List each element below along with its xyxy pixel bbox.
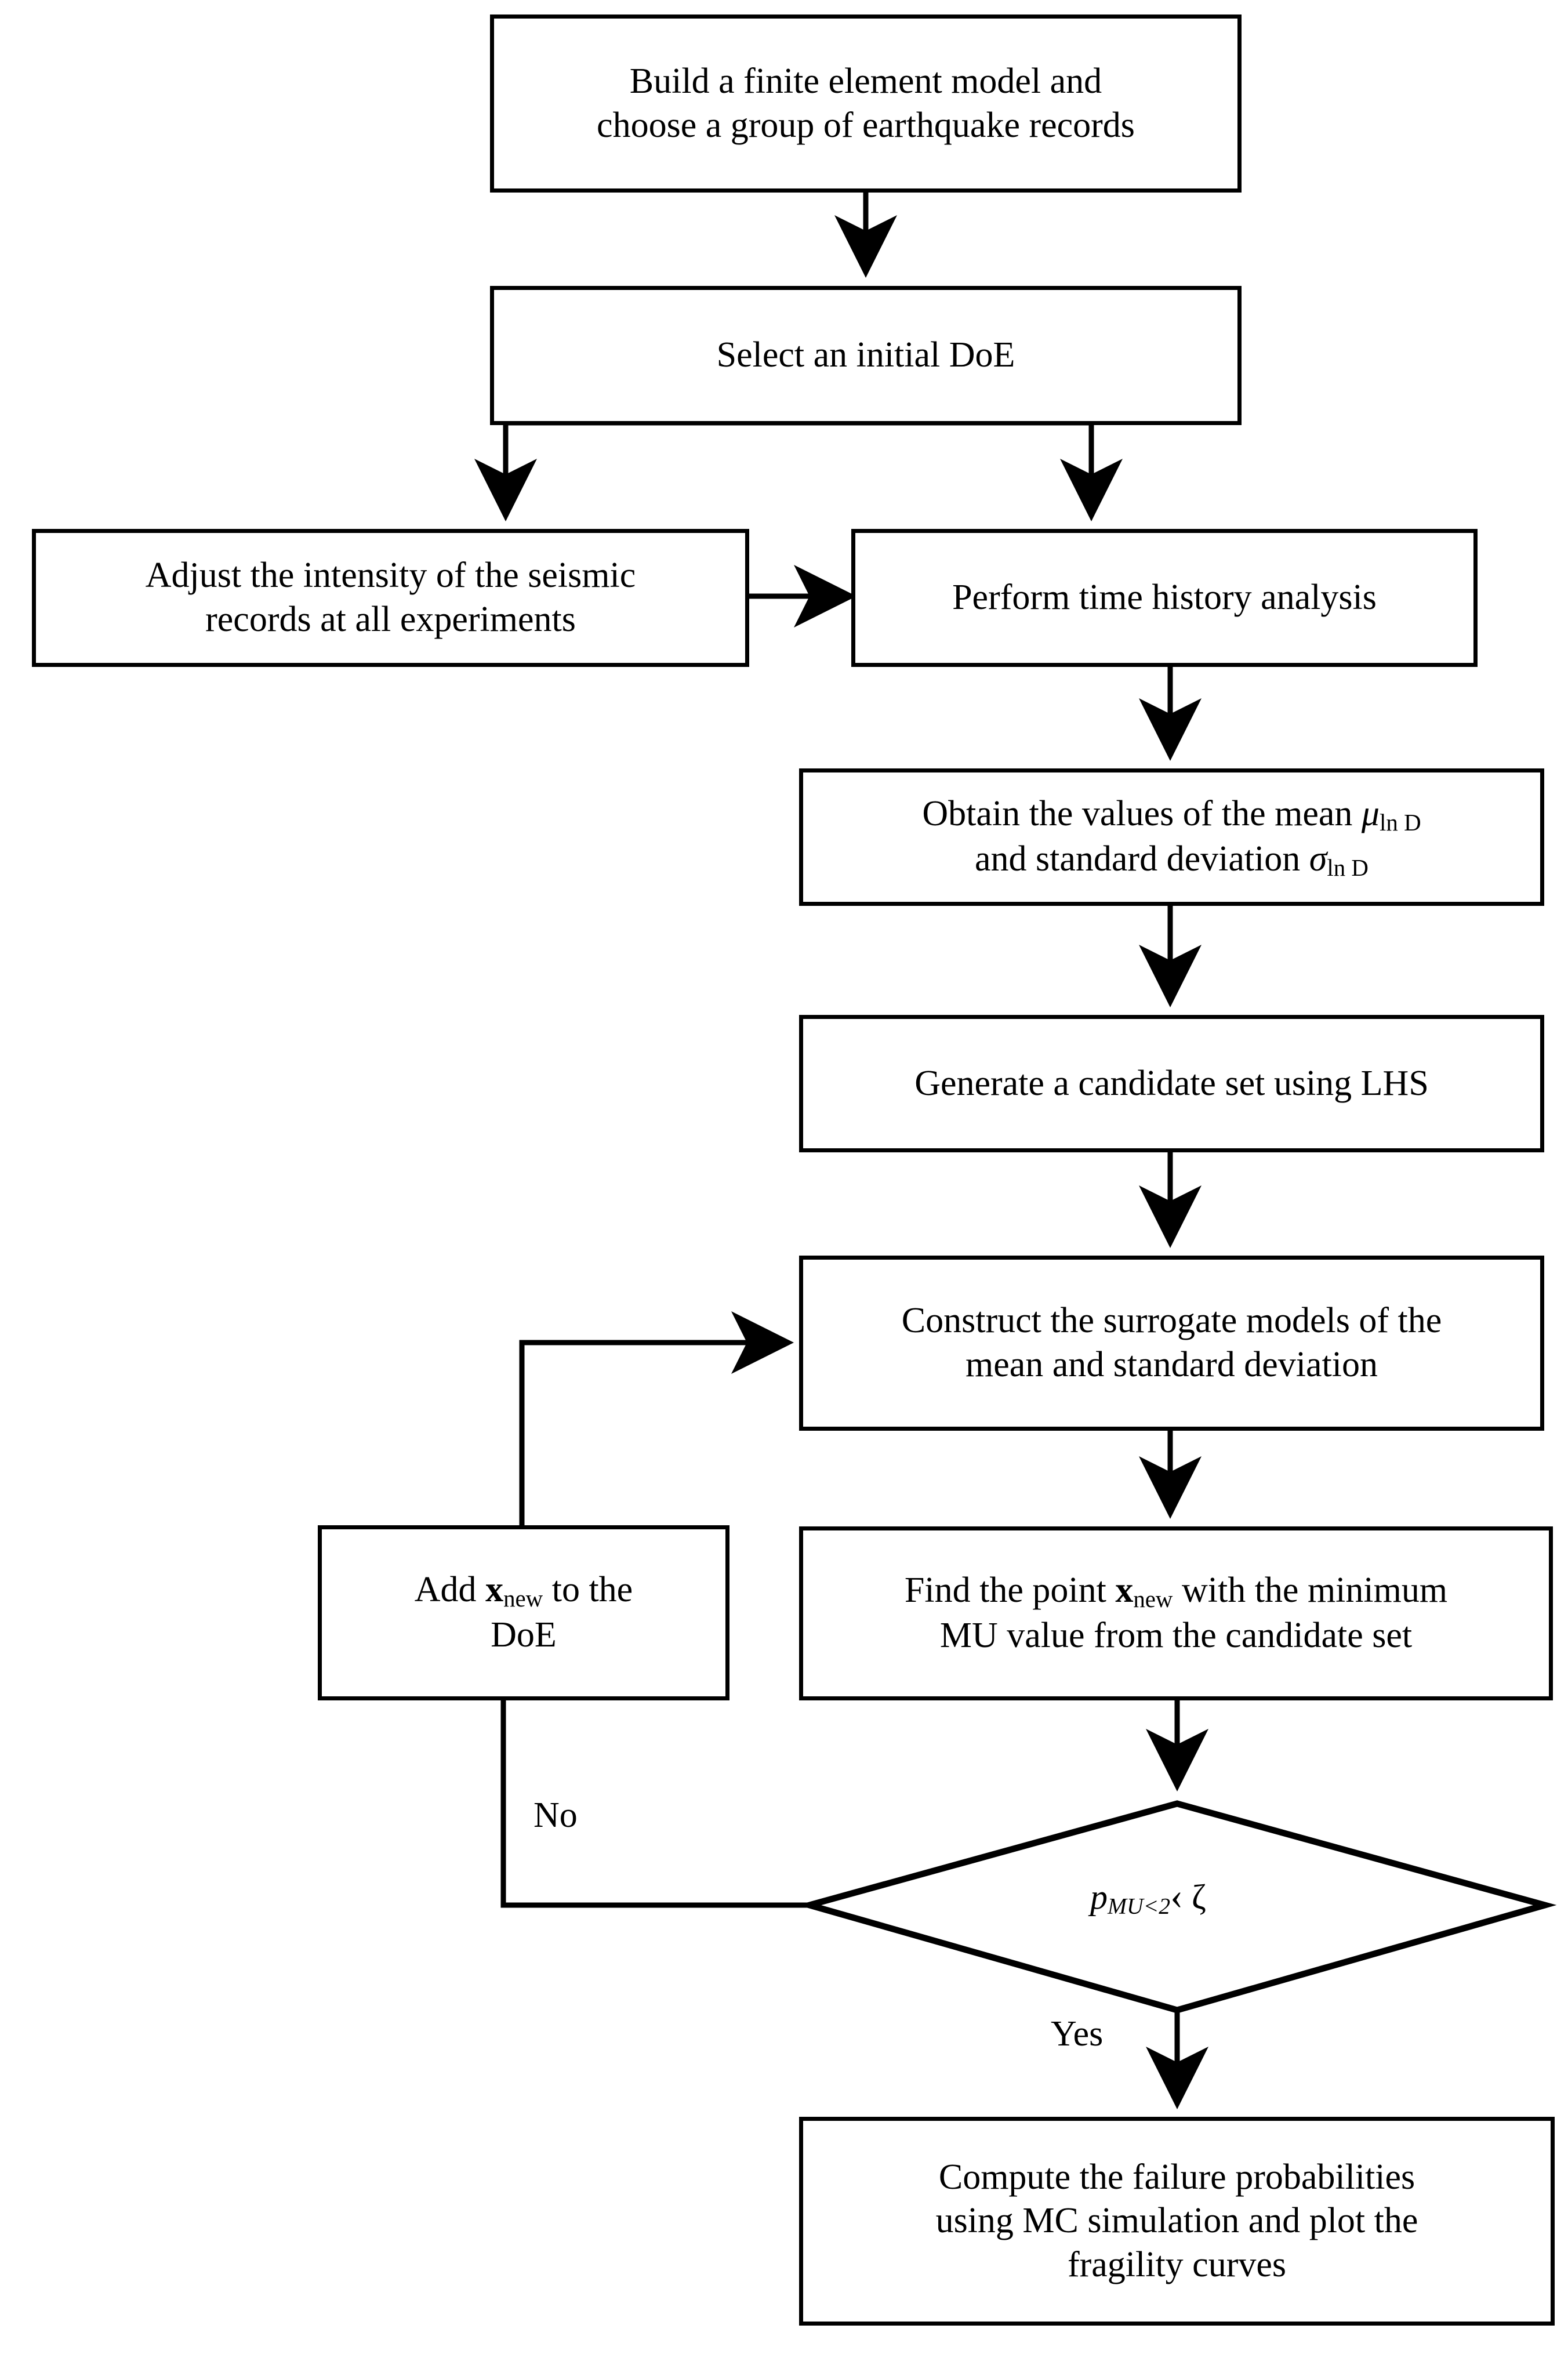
node-generate-lhs[interactable]: Generate a candidate set using LHS <box>799 1015 1544 1152</box>
edge-label-no: No <box>533 1796 578 1835</box>
node-construct-surrogate-text: Construct the surrogate models of the me… <box>901 1301 1442 1384</box>
node-build-model-text: Build a finite element model and choose … <box>597 61 1135 145</box>
node-add-xnew[interactable]: Add xnew to the DoE <box>318 1525 729 1700</box>
node-select-doe[interactable]: Select an initial DoE <box>490 286 1242 425</box>
node-generate-lhs-text: Generate a candidate set using LHS <box>914 1063 1429 1103</box>
node-adjust-intensity[interactable]: Adjust the intensity of the seismic reco… <box>32 529 749 667</box>
node-compute-fragility-text: Compute the failure probabilities using … <box>935 2157 1418 2284</box>
edge-label-yes: Yes <box>1051 2014 1104 2054</box>
node-add-xnew-text: Add xnew to the DoE <box>414 1570 633 1655</box>
node-select-doe-text: Select an initial DoE <box>716 335 1015 375</box>
node-obtain-values[interactable]: Obtain the values of the mean μln D and … <box>799 768 1544 906</box>
node-adjust-intensity-text: Adjust the intensity of the seismic reco… <box>145 556 636 639</box>
node-time-history[interactable]: Perform time history analysis <box>851 529 1478 667</box>
node-decision-text: pMU<2‹ ζ <box>1090 1875 1206 1919</box>
node-time-history-text: Perform time history analysis <box>952 578 1377 618</box>
node-find-xnew[interactable]: Find the point xnew with the minimum MU … <box>799 1526 1553 1700</box>
node-obtain-values-text: Obtain the values of the mean μln D and … <box>922 793 1421 881</box>
node-compute-fragility[interactable]: Compute the failure probabilities using … <box>799 2117 1555 2326</box>
node-construct-surrogate[interactable]: Construct the surrogate models of the me… <box>799 1256 1544 1431</box>
edge-addxnew-to-construct <box>519 1311 794 1527</box>
node-build-model[interactable]: Build a finite element model and choose … <box>490 14 1242 193</box>
node-find-xnew-text: Find the point xnew with the minimum MU … <box>904 1570 1448 1656</box>
